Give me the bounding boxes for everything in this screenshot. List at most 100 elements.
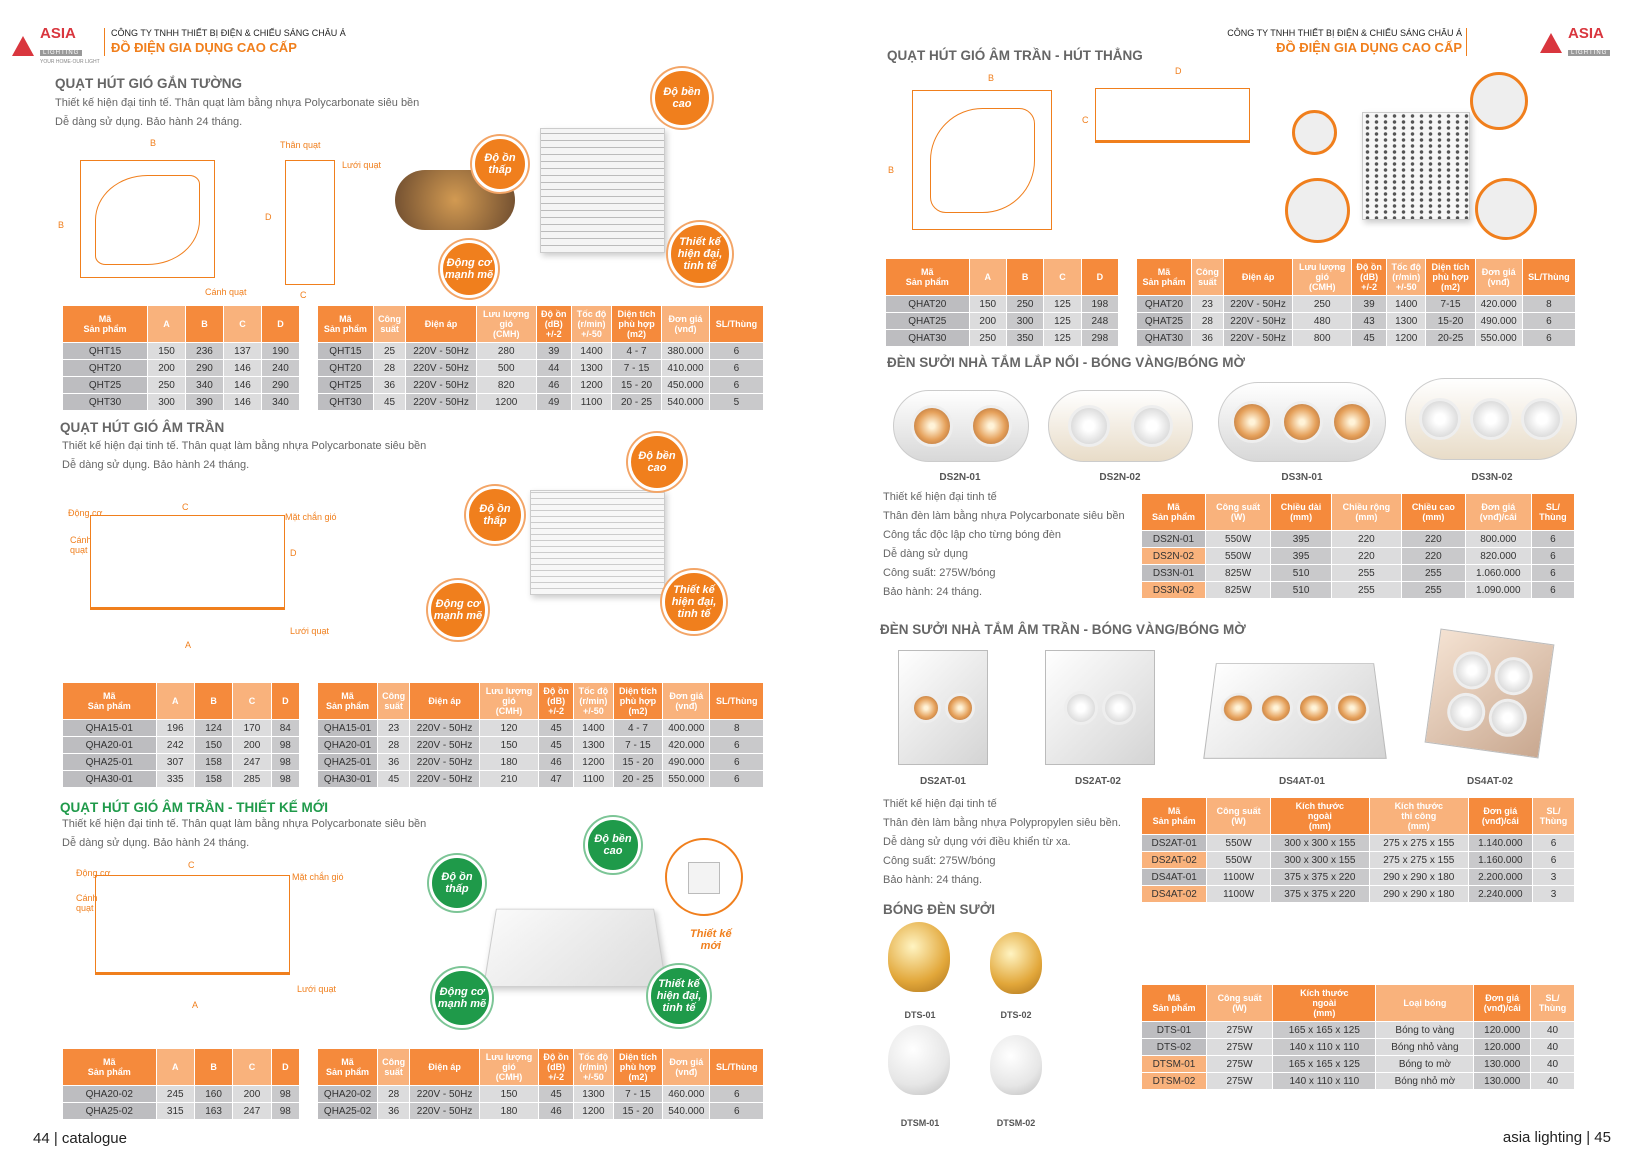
table-cell: 98 [271,771,299,787]
product-code-cell: QHT20 [63,360,148,376]
table-cell: 125 [1044,330,1081,346]
column-header: Mã Sản phẩm [1142,985,1206,1021]
column-header: Công suất (W) [1206,985,1273,1021]
table-cell: 150 [148,343,186,359]
table-cell: 5 [709,394,763,410]
table-cell: 146 [224,377,261,393]
table-cell: 510 [1271,582,1331,598]
table-cell: 220V - 50Hz [410,737,479,753]
product-label: DS4AT-01 [1279,776,1325,787]
column-header: Diện tích phù hợp (m2) [613,683,663,719]
table-cell: 36 [378,754,410,770]
product-code-cell: QHA25-01 [63,754,156,770]
table-cell: 490.000 [1475,313,1522,329]
heater-image-ds2n-01 [893,390,1029,462]
product-code-cell: DTS-02 [1142,1039,1206,1055]
product-features: Thiết kế hiện đại tinh tế Thân đèn làm b… [883,491,1125,598]
product-label: DS3N-02 [1471,472,1513,483]
table-cell: 130.000 [1474,1056,1531,1072]
table-cell: 39 [1352,296,1386,312]
section-title: ĐÈN SƯỞI NHÀ TẮM LẮP NỔI - BÓNG VÀNG/BÓN… [887,355,1245,370]
table-cell: 410.000 [662,360,709,376]
table-cell: 2.200.000 [1468,869,1532,885]
table-cell: 245 [156,1086,194,1102]
table-cell: 36 [1191,330,1223,346]
product-code-cell: DS4AT-01 [1142,869,1207,885]
fan-blade-diagram [930,108,1035,213]
table-cell: 120 [479,720,539,736]
table-cell: 46 [539,1103,574,1119]
table-cell: 1.140.000 [1468,835,1532,851]
product-code-cell: QHA20-01 [63,737,156,753]
divider [1466,28,1467,56]
table-cell: 300 x 300 x 155 [1270,835,1369,851]
table-cell: 820 [476,377,536,393]
table-cell: 220 [1401,548,1465,564]
table-cell: 1300 [574,1086,613,1102]
table-cell: 390 [186,394,224,410]
column-header: SL/ Thùng [1531,985,1574,1021]
table-cell: 125 [1044,313,1081,329]
section-description: Thiết kế hiện đại tinh tế. Thân quạt làm… [62,818,427,849]
dim-label: B [988,73,995,83]
table-cell: 120.000 [1474,1022,1531,1038]
table-cell: 335 [156,771,194,787]
heater-image-ds2at-01 [898,650,988,765]
brand-logo: ASIA LIGHTING YOUR HOME·OUR LIGHT [12,26,100,65]
table-cell: 45 [539,720,574,736]
table-cell: 23 [378,720,410,736]
table-cell: 540.000 [663,1103,710,1119]
table-cell: 45 [1352,330,1386,346]
table-cell: 6 [1531,531,1574,547]
table-cell: 220V - 50Hz [406,360,476,376]
product-label: DTSM-01 [900,1118,940,1128]
table-cell: 290 [262,377,299,393]
diagram-label: Cánh quạt [70,535,92,555]
table-cell: 1300 [574,737,613,753]
column-header: Độ ồn (dB) +/-2 [536,306,571,342]
table-cell: 1200 [574,754,613,770]
product-code-cell: QHT30 [63,394,148,410]
logo-sub: LIGHTING [40,50,83,56]
table-cell: 220 [1331,548,1401,564]
feature-durable-badge: Độ bền cao [652,68,712,128]
table-cell: 800.000 [1465,531,1531,547]
table-cell: 3 [1532,886,1574,902]
table-cell: 180 [479,1103,539,1119]
feature-quiet-badge: Độ ồn thấp [472,136,528,192]
column-header: Chiều dài (mm) [1271,494,1331,530]
table-cell: 450.000 [662,377,709,393]
table-cell: 8 [1522,296,1575,312]
column-header: Chiều rộng (mm) [1331,494,1401,530]
table-cell: 420.000 [663,737,710,753]
product-code-cell: QHAT20 [886,296,969,312]
table-cell: 1100W [1207,869,1270,885]
table-cell: 242 [156,737,194,753]
table-cell: 6 [1532,835,1574,851]
fan-front-diagram [912,90,1052,230]
dim-label: D [290,548,297,558]
column-header: Mã Sản phẩm [1137,259,1191,295]
fan-grille-inset-image [665,838,743,916]
table-cell: 120.000 [1474,1039,1531,1055]
table-cell: 20-25 [1426,330,1475,346]
product-code-cell: DS3N-01 [1142,565,1205,581]
product-label: DTSM-02 [996,1118,1036,1128]
product-label: DTS-02 [1000,1010,1032,1020]
column-header: Diện tích phù hợp (m2) [612,306,662,342]
column-header: Đơn giá (vnđ) [1475,259,1522,295]
feature-quiet-badge: Độ ồn thấp [466,486,524,544]
